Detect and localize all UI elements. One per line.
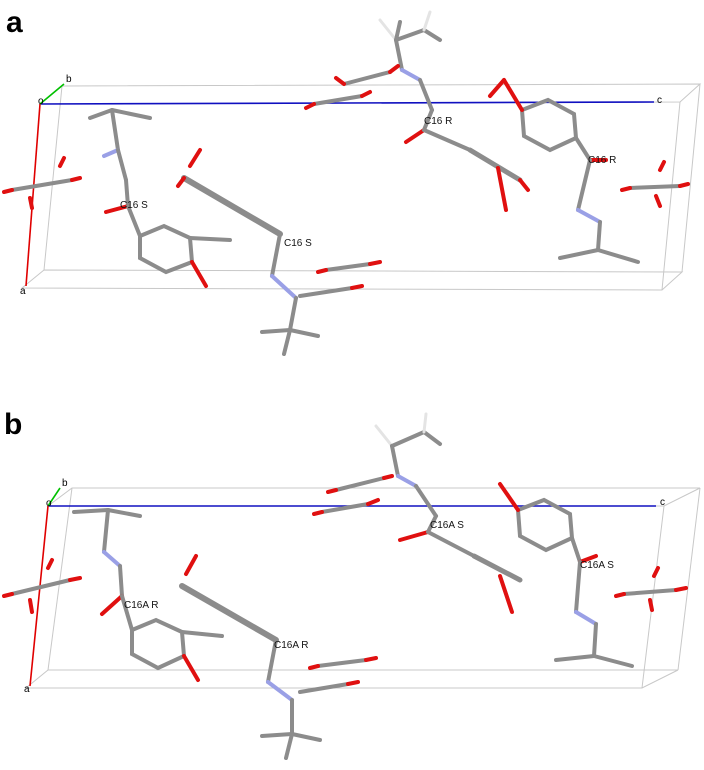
oxalate-top (312, 474, 394, 516)
axis-b-label: b (62, 478, 68, 489)
axis-c-line (39, 101, 655, 105)
panel-b: b o b c a (2, 408, 701, 760)
atom-label: C16 R (588, 155, 616, 166)
atom-label: C16A R (274, 640, 308, 651)
molecule-left (72, 508, 224, 682)
molecules (2, 10, 690, 356)
panel-a-letter: a (6, 6, 23, 39)
oxalate-right (614, 566, 688, 612)
origin-label: o (38, 96, 44, 107)
atom-label: C16A S (580, 560, 614, 571)
molecule-right (488, 78, 640, 264)
axis-a-label: a (20, 286, 26, 297)
axis-b-label: b (66, 74, 72, 85)
oxalate-top (304, 64, 400, 110)
atom-label: C16 S (120, 200, 148, 211)
panel-a: a o b c a (2, 6, 702, 356)
atom-label: C16 S (284, 238, 312, 249)
origin-label: o (46, 498, 52, 509)
axis-c-label: c (660, 497, 665, 508)
axis-c-label: c (657, 95, 662, 106)
oxalate-left (2, 156, 82, 210)
molecules (2, 412, 688, 760)
axis-a-line (25, 103, 41, 287)
oxalate-left (2, 558, 82, 614)
oxalate-right (620, 160, 690, 208)
unit-cell-box (24, 487, 701, 689)
axis-b-line (47, 487, 61, 507)
unit-cell-box (20, 83, 702, 291)
atom-label: C16 R (424, 116, 452, 127)
molecule-left (88, 108, 232, 288)
molecule-top-center (378, 10, 530, 212)
axis-a-line (29, 505, 49, 687)
molecule-right (498, 482, 634, 668)
molecule-center (179, 554, 322, 760)
molecule-top-center (374, 412, 523, 614)
oxalate-bottom (298, 260, 382, 298)
axis-a-label: a (24, 684, 30, 695)
panel-b-letter: b (4, 408, 22, 441)
atom-label: C16A R (124, 600, 158, 611)
axis-b-line (39, 83, 65, 105)
oxalate-bottom (298, 656, 378, 694)
atom-label: C16A S (430, 520, 464, 531)
molecule-center (176, 148, 320, 356)
